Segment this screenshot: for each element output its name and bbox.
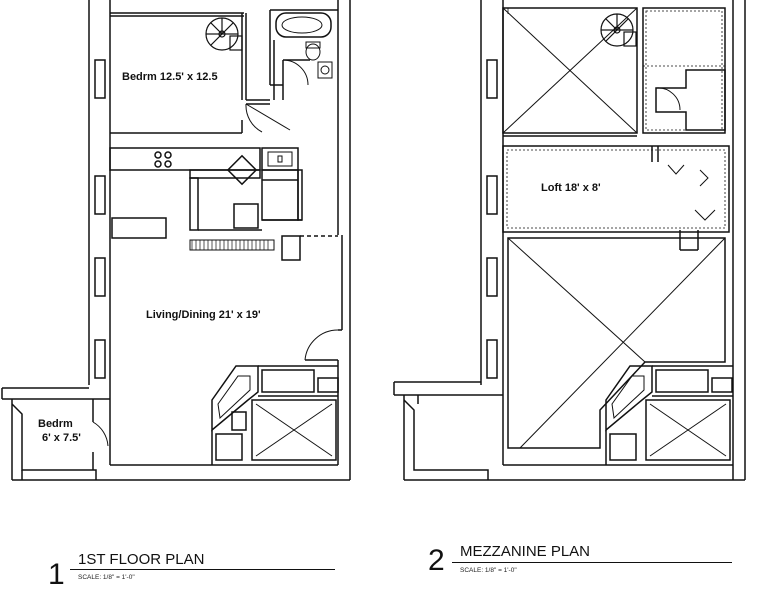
mezzanine-windows	[486, 59, 498, 379]
floor1-plan-title: 1ST FLOOR PLAN	[78, 551, 205, 568]
mezzanine-exterior-walls	[393, 0, 746, 481]
mezzanine-spiral-stair	[600, 13, 637, 47]
floor1-plan-number: 1	[48, 558, 65, 591]
label-living-dining: Living/Dining 21' x 19'	[146, 309, 261, 321]
label-bedroom-small-name: Bedrm	[38, 418, 73, 430]
first-floor-stair-rail	[189, 235, 338, 261]
first-floor-plan	[1, 0, 351, 481]
first-floor-core	[211, 365, 339, 465]
first-floor-bedroom-walls	[110, 12, 291, 134]
first-floor-spiral-stair	[205, 17, 243, 51]
label-bedroom-main: Bedrm 12.5' x 12.5	[122, 71, 218, 83]
floor1-title-rule	[70, 569, 335, 570]
mezzanine-plan	[393, 0, 746, 481]
first-floor-entry-door	[304, 329, 342, 361]
first-floor-small-bedroom-door	[92, 421, 109, 447]
mezzanine-plan-title: MEZZANINE PLAN	[460, 543, 591, 560]
mezzanine-upper-closets	[642, 7, 726, 134]
floor1-plan-scale: SCALE: 1/8" = 1'-0"	[78, 574, 135, 581]
mezzanine-plan-scale: SCALE: 1/8" = 1'-0"	[460, 567, 517, 574]
label-loft: Loft 18' x 8'	[541, 182, 601, 194]
mezzanine-plan-number: 2	[428, 544, 445, 577]
mezzanine-title-rule	[452, 562, 732, 563]
mezzanine-core	[605, 365, 733, 465]
mezzanine-loft	[502, 145, 730, 251]
first-floor-bathroom	[269, 9, 338, 100]
first-floor-windows	[94, 59, 106, 379]
mezzanine-open-to-below-bottom	[507, 237, 726, 449]
first-floor-kitchen	[109, 147, 303, 239]
label-bedroom-small-size: 6' x 7.5'	[42, 432, 81, 444]
